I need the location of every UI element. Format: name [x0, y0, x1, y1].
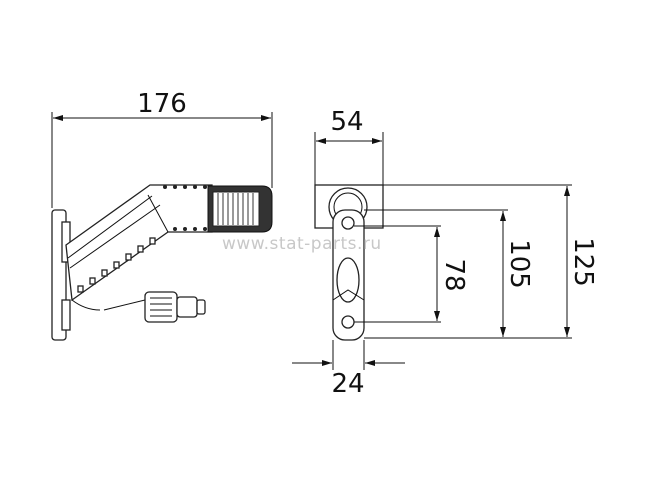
arm-ribs — [77, 185, 207, 293]
connector — [144, 291, 178, 323]
dimension-label-24: 24 — [331, 369, 364, 399]
dimension-label-78: 78 — [439, 258, 469, 291]
mounting-hole-bottom — [341, 315, 355, 329]
mounting-hole-top — [341, 216, 355, 230]
lamp-arm — [65, 184, 213, 302]
side-view: 176 — [51, 89, 273, 341]
dimension-label-105: 105 — [504, 239, 534, 289]
dimension-label-176: 176 — [137, 89, 187, 119]
watermark: www.stat-parts.ru — [222, 234, 382, 254]
cable-slot — [336, 257, 360, 303]
dimension-label-125: 125 — [568, 237, 598, 287]
dimension-label-54: 54 — [330, 107, 363, 137]
front-view: 54 78 105 125 24 — [292, 107, 598, 399]
cable — [71, 299, 146, 311]
